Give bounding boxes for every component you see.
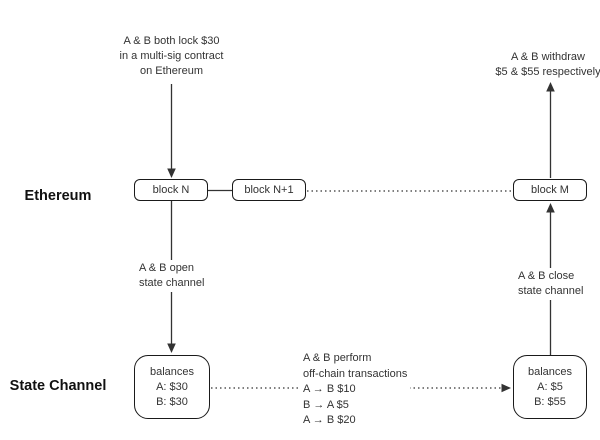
block-n-label: block N (152, 183, 190, 196)
balances-open-a: A: $30 (156, 380, 188, 393)
annotation-withdraw: A & B withdraw $5 & $55 respectively (486, 50, 600, 80)
annotation-offchain-line4: B → A $5 (303, 398, 349, 411)
annotation-offchain-line3: A → B $10 (303, 383, 356, 395)
annotation-offchain-line2: off-chain transactions (303, 367, 408, 380)
annotation-lock-line2: in a multi-sig contract (119, 50, 224, 62)
block-n-node: block N (134, 179, 208, 201)
block-n1-node: block N+1 (232, 179, 306, 201)
annotation-close-line2: state channel (518, 285, 584, 297)
annotation-lock-line3: on Ethereum (140, 65, 203, 77)
block-m-node: block M (513, 179, 587, 201)
annotation-withdraw-line1: A & B withdraw (511, 51, 585, 63)
balances-close-title: balances (527, 365, 573, 378)
annotation-close-line1: A & B close (518, 270, 575, 282)
annotation-withdraw-line2: $5 & $55 respectively (495, 66, 600, 78)
annotation-offchain: A & B perform off-chain transactions A →… (300, 350, 411, 430)
arrow-close-channel-head (546, 203, 555, 213)
lane-label-ethereum: Ethereum (24, 188, 92, 204)
lane-label-state-channel: State Channel (9, 378, 107, 394)
annotation-open-line1: A & B open (139, 262, 195, 274)
annotation-close-channel: A & B close state channel (515, 268, 587, 300)
balances-open-title: balances (149, 365, 195, 378)
arrow-open-channel-head (167, 343, 176, 353)
block-m-label: block M (531, 183, 569, 196)
balances-open-b: B: $30 (156, 395, 188, 408)
arrow-lock-to-block-n-head (167, 168, 176, 178)
balances-open-node: balances A: $30 B: $30 (134, 355, 210, 419)
annotation-lock: A & B both lock $30 in a multi-sig contr… (86, 34, 257, 79)
block-n1-label: block N+1 (244, 183, 294, 196)
annotation-offchain-line1: A & B perform (303, 352, 372, 364)
annotation-open-channel: A & B open state channel (136, 260, 208, 292)
arrow-withdraw-head (546, 82, 555, 92)
balances-close-node: balances A: $5 B: $55 (513, 355, 587, 419)
balances-close-b: B: $55 (534, 395, 566, 408)
dotted-arrow-offchain-head (501, 383, 511, 393)
balances-close-a: A: $5 (537, 380, 563, 393)
annotation-lock-line1: A & B both lock $30 (123, 35, 220, 47)
annotation-open-line2: state channel (139, 277, 205, 289)
annotation-offchain-line5: A → B $20 (303, 414, 356, 426)
